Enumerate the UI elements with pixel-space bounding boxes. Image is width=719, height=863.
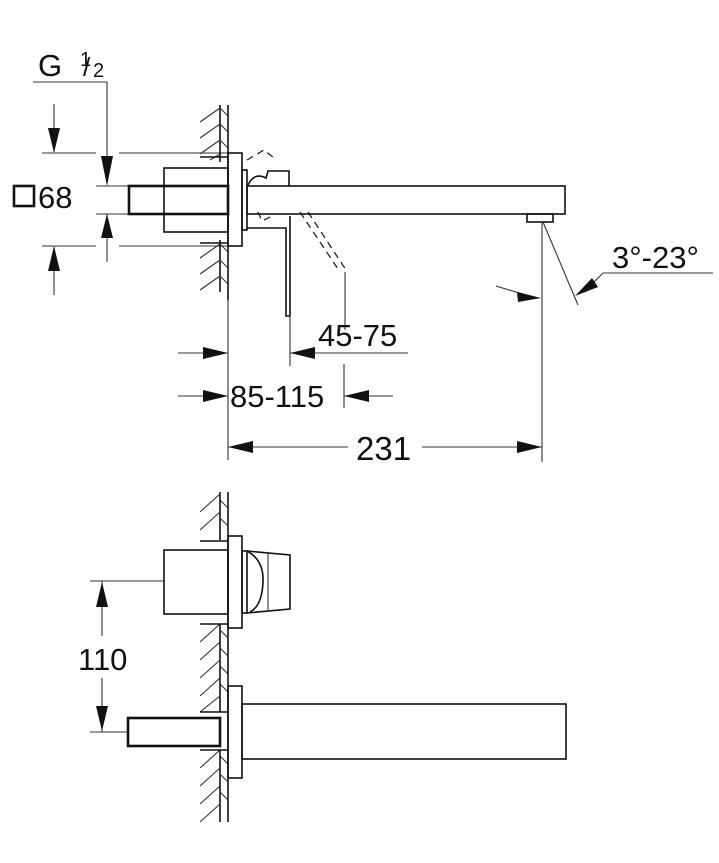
thread-fraction-denominator: 2 xyxy=(93,60,104,82)
mixer-body xyxy=(163,549,229,615)
aerator xyxy=(526,213,554,223)
handle-alt-line-1 xyxy=(299,211,341,273)
in-wall-pipe xyxy=(127,184,230,216)
thread-fraction-slash: / xyxy=(83,52,91,82)
spout-flange xyxy=(227,685,243,779)
wall-depth-dim-label: 85-115 xyxy=(230,379,324,414)
dim-arrow-down-110-icon xyxy=(96,706,108,731)
thread-arrow-icon xyxy=(101,156,113,186)
spout-dim-arrow-up-icon xyxy=(101,214,113,238)
side-view: G 1 / 2 68 xyxy=(12,48,713,467)
square-size-label: 68 xyxy=(38,180,72,215)
bottom-view: 110 xyxy=(78,492,567,823)
thread-leader-line xyxy=(33,81,108,172)
spacing-dim-label: 110 xyxy=(78,642,127,677)
wall-hatching-top xyxy=(199,107,229,291)
handle-top xyxy=(247,170,290,186)
thread-label: G xyxy=(38,48,62,83)
handle-alt-top xyxy=(246,149,275,161)
square-symbol-icon xyxy=(12,184,36,208)
handle-lever xyxy=(247,216,291,317)
dim-arrow-left-2-icon xyxy=(344,390,369,402)
mixer-flange xyxy=(227,535,243,629)
dim-arrow-left-icon xyxy=(290,347,315,359)
angle-label: 3°-23° xyxy=(612,240,699,275)
thread-fraction-numerator: 1 xyxy=(80,49,91,71)
angle-leader-line xyxy=(583,272,713,293)
wall-hatching-bottom xyxy=(199,493,229,823)
dim-arrow-right-3-icon xyxy=(517,441,542,453)
dim-arrow-up-icon xyxy=(48,246,60,271)
handle-alt-line-2 xyxy=(307,211,347,271)
angle-arrow-left-icon xyxy=(517,292,541,302)
handle-curve xyxy=(246,550,264,613)
projection-dim-label: 45-75 xyxy=(318,318,397,353)
handle-alt-bottom xyxy=(257,211,273,222)
angle-arrow-right-icon xyxy=(575,278,598,296)
dim-arrow-down-icon xyxy=(48,128,60,153)
spout-angle-line xyxy=(542,221,579,306)
spout-length-dim-label: 231 xyxy=(356,430,411,467)
dim-arrow-right-icon xyxy=(203,347,228,359)
spout xyxy=(246,185,566,215)
spout-pipe xyxy=(126,716,222,748)
mixer-collar xyxy=(241,550,248,614)
dim-arrow-right-2-icon xyxy=(203,390,228,402)
in-wall-body xyxy=(163,167,229,233)
dim-arrow-up-110-icon xyxy=(96,582,108,607)
dim-arrow-left-3-icon xyxy=(228,441,253,453)
wall-flange xyxy=(227,152,243,247)
spout-body xyxy=(241,703,567,760)
